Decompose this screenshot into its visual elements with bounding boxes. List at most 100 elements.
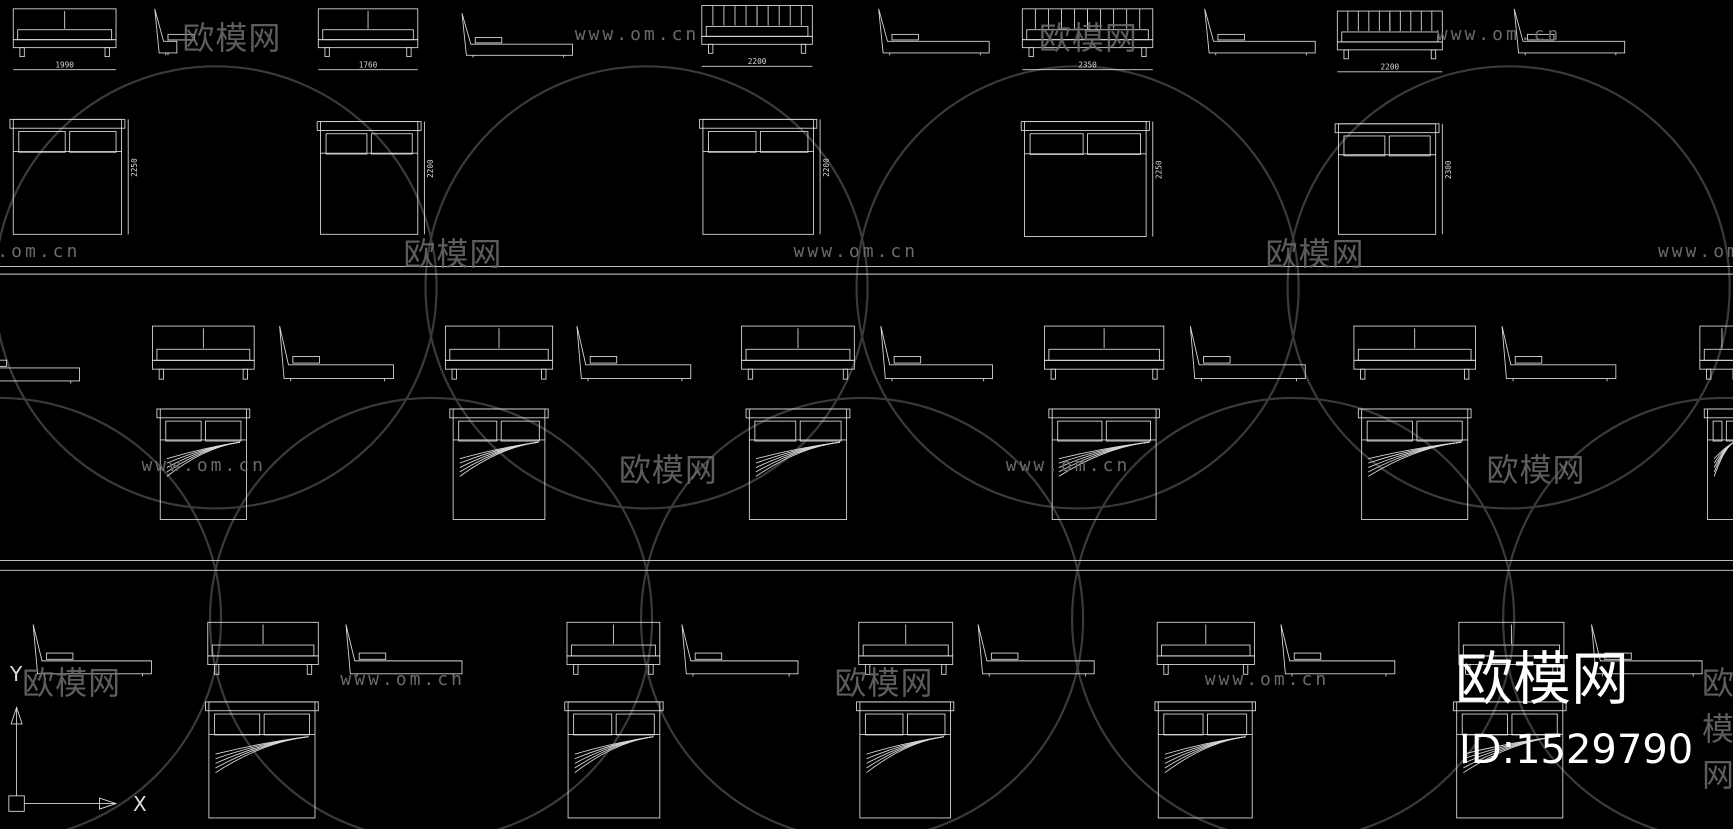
watermark-circle <box>208 396 654 829</box>
quilt-fold <box>215 736 309 774</box>
watermark-arcs <box>0 65 1733 829</box>
watermark-url: www.om.cn <box>0 240 81 262</box>
bed-side-view <box>461 13 573 58</box>
watermark-logo: 欧模网 <box>22 663 122 702</box>
bed-plan-view <box>1703 408 1733 520</box>
bed-front-elevation <box>1353 325 1476 380</box>
dimension-label: 2250 <box>130 158 139 177</box>
bed-front-elevation <box>1699 325 1733 380</box>
brand-watermark: 欧模网 <box>1455 645 1630 713</box>
watermark-logo: 欧模网 <box>618 451 718 490</box>
bed-front-elevation <box>444 325 554 380</box>
ucs-x-arrow <box>99 797 118 810</box>
quilt-fold <box>755 441 841 477</box>
watermark-logo: 欧模网 <box>1265 234 1365 273</box>
quilt-fold <box>166 441 240 477</box>
watermark-url: www.om.cn <box>574 24 700 46</box>
bed-plan-view: 2200 <box>699 118 831 235</box>
dimension-label: 2300 <box>1444 160 1453 179</box>
quilt-fold <box>574 736 654 774</box>
watermark-logo: 欧模网 <box>834 663 934 702</box>
bed-side-view <box>880 325 993 382</box>
dimension-label: 1760 <box>359 60 378 69</box>
quilt-fold <box>866 736 944 769</box>
bed-plan-view <box>745 408 851 520</box>
bed-front-elevation: 2200 <box>1336 10 1443 73</box>
bed-side-view <box>977 624 1095 677</box>
bed-side-view <box>32 624 152 677</box>
bed-side-view <box>1513 8 1626 56</box>
quilt-fold <box>215 736 309 769</box>
bed-side-view <box>1591 624 1703 677</box>
watermark-url: www.om.cn <box>1657 240 1733 262</box>
bed-plan-view: 2250 <box>1020 121 1164 237</box>
bed-plan-view: 2250 <box>9 118 139 235</box>
bed-front-elevation: 1990 <box>12 8 117 71</box>
bed-plan-view <box>856 701 955 819</box>
model-id: ID:1529790 <box>1459 727 1694 773</box>
bed-side-view <box>1189 325 1306 382</box>
watermark-logo: 欧模网 <box>1702 663 1733 794</box>
watermark-url: www.om.cn <box>141 455 267 477</box>
watermark-url: www.om.cn <box>793 240 919 262</box>
watermark-url: www.om.cn <box>1436 24 1562 46</box>
watermark-logo: 欧模网 <box>182 19 282 58</box>
bed-side-view <box>279 325 394 382</box>
ucs-y-arrow <box>10 706 23 725</box>
bed-front-elevation <box>858 621 954 675</box>
bed-plan-view <box>1452 701 1567 819</box>
quilt-fold <box>755 441 841 468</box>
quilt-fold <box>1164 736 1246 769</box>
dimension-label: 2350 <box>1078 60 1097 69</box>
bed-front-elevation: 2200 <box>701 5 813 67</box>
quilt-fold <box>1463 736 1557 774</box>
bed-plan-view <box>205 701 319 819</box>
bed-side-view <box>1280 624 1396 677</box>
quilt-fold <box>1164 736 1246 764</box>
watermark-circle <box>855 65 1300 510</box>
quilt-fold <box>1368 441 1462 468</box>
bed-front-elevation <box>1156 621 1255 675</box>
quilt-fold <box>459 441 539 473</box>
bed-front-elevation <box>1458 621 1565 675</box>
watermark-url: www.om.cn <box>340 668 465 690</box>
ucs-x-label: X <box>133 792 147 816</box>
quilt-fold <box>215 736 309 764</box>
row-separators <box>0 265 1733 571</box>
watermark-circle <box>1502 396 1733 829</box>
quilt-fold <box>1368 441 1462 477</box>
quilt-fold <box>574 736 654 764</box>
ucs-icon <box>8 706 118 812</box>
dimension-label: 2200 <box>1381 63 1400 72</box>
dimension-label: 2250 <box>1155 160 1164 179</box>
watermark-circle <box>0 396 223 829</box>
bed-front-elevation <box>566 621 661 675</box>
dimension-label: 2200 <box>822 158 831 177</box>
quilt-fold <box>459 441 539 468</box>
bed-front-elevation <box>207 621 319 675</box>
bed-side-view <box>878 8 990 56</box>
watermark-logo: 欧模网 <box>1486 451 1586 490</box>
watermark-circle <box>0 65 438 510</box>
quilt-fold <box>1164 736 1246 774</box>
ucs-y-label: Y <box>10 662 23 686</box>
bed-front-elevation: 2350 <box>1021 8 1154 71</box>
bed-side-view <box>1501 325 1617 382</box>
quilt-fold <box>755 441 841 473</box>
quilt-fold <box>1713 442 1733 473</box>
watermark-circle <box>1071 396 1516 829</box>
bed-front-elevation: 1760 <box>317 8 419 71</box>
bed-side-view <box>154 8 195 56</box>
bed-side-view <box>681 624 799 677</box>
quilt-fold <box>1713 442 1733 477</box>
watermark-logo: 欧模网 <box>403 234 503 273</box>
quilt-fold <box>459 441 539 477</box>
bed-front-elevation <box>152 325 255 380</box>
bed-plan-view: 2300 <box>1334 123 1453 235</box>
bed-plan-view <box>156 408 251 520</box>
dimension-label: 2200 <box>748 57 767 66</box>
quilt-fold <box>866 736 944 764</box>
bed-plan-view <box>564 701 664 819</box>
